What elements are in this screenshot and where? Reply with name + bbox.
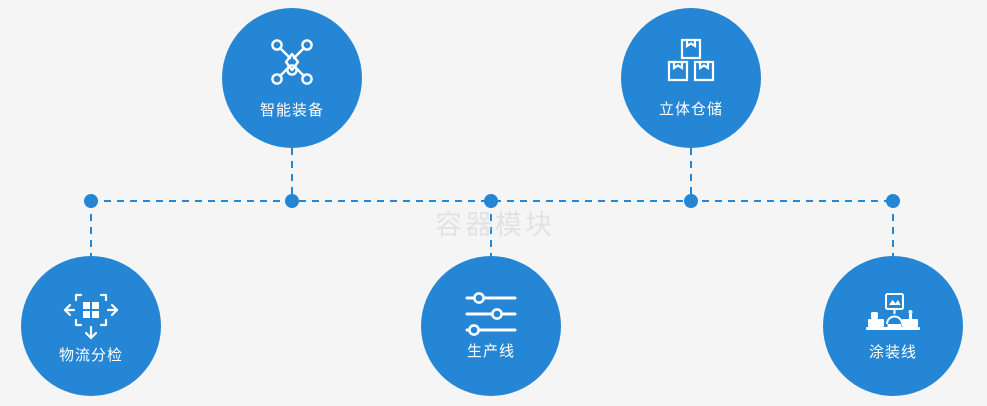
watermark-label: 容器模块 bbox=[435, 210, 555, 240]
node-painting-line[interactable]: 涂装线 bbox=[823, 256, 963, 396]
node-label-intelligent-equipment: 智能装备 bbox=[259, 102, 324, 119]
node-stereoscopic-warehouse[interactable]: 立体仓储 bbox=[621, 8, 761, 148]
node-label-painting-line: 涂装线 bbox=[868, 343, 917, 361]
node-label-logistics-sorting: 物流分检 bbox=[58, 346, 123, 364]
node-production-line[interactable]: 生产线 bbox=[421, 256, 561, 396]
sliders-icon bbox=[464, 291, 518, 336]
junction-2[interactable] bbox=[285, 194, 299, 208]
junction-1[interactable] bbox=[84, 194, 98, 208]
node-label-stereoscopic-warehouse: 立体仓储 bbox=[658, 101, 723, 118]
junction-5[interactable] bbox=[886, 194, 900, 208]
connector-lines bbox=[90, 148, 894, 256]
node-logistics-sorting[interactable]: 物流分检 bbox=[21, 256, 161, 396]
paint-machine-icon bbox=[864, 291, 922, 337]
node-label-production-line: 生产线 bbox=[466, 342, 515, 360]
sorting-arrows-icon bbox=[63, 288, 119, 340]
stacked-boxes-icon bbox=[665, 37, 717, 87]
network-nodes-icon bbox=[266, 36, 318, 88]
junction-dots bbox=[84, 194, 900, 208]
junction-4[interactable] bbox=[684, 194, 698, 208]
node-intelligent-equipment[interactable]: 智能装备 bbox=[222, 8, 362, 148]
junction-3[interactable] bbox=[484, 194, 498, 208]
